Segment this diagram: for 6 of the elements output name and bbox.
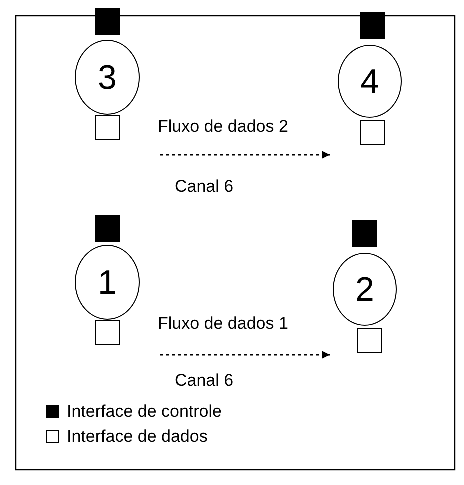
device-number: 3 bbox=[98, 60, 117, 94]
device-number: 2 bbox=[356, 272, 374, 306]
device-number: 4 bbox=[360, 64, 380, 98]
dashed-arrow bbox=[160, 151, 330, 159]
dashed-arrow bbox=[160, 351, 330, 359]
device-number: 1 bbox=[98, 266, 117, 300]
